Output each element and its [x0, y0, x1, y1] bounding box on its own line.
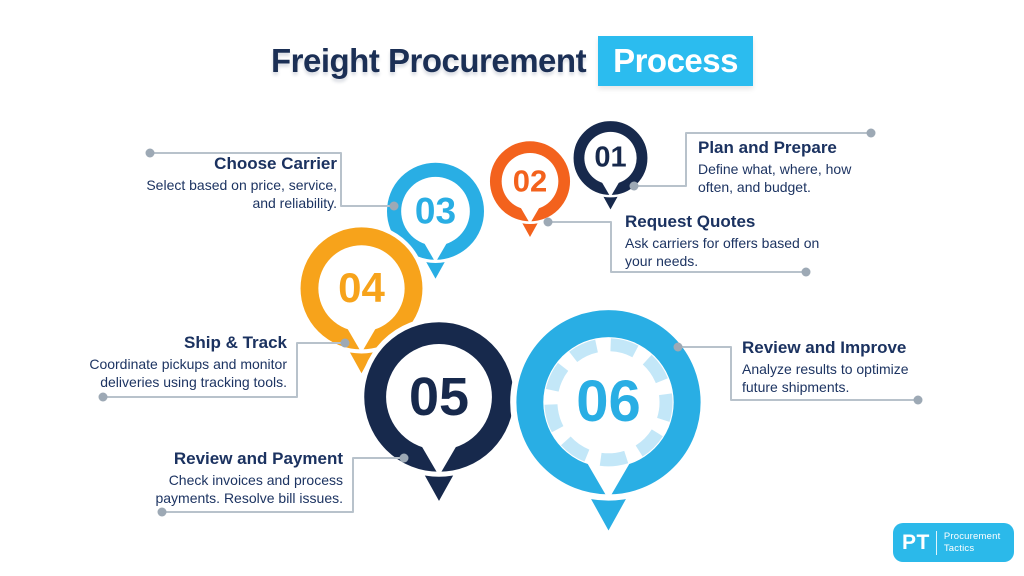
- step-note-review-improve: Review and Improve Analyze results to op…: [742, 338, 924, 397]
- step-heading: Review and Improve: [742, 338, 907, 357]
- map-pin-icon: [383, 160, 488, 286]
- step-description: Define what, where, how often, and budge…: [698, 161, 852, 195]
- map-pin-icon: [510, 305, 707, 544]
- step-note-request-quotes: Request Quotes Ask carriers for offers b…: [625, 212, 821, 271]
- dashed-progress-ring: [544, 338, 673, 467]
- procurement-tactics-logo: PT Procurement Tactics: [893, 523, 1014, 562]
- title-text: Freight Procurement: [271, 42, 587, 79]
- logo-wordmark: Procurement Tactics: [944, 531, 1001, 554]
- step-number: 04: [338, 264, 385, 312]
- pin-step-06: 06: [505, 305, 712, 549]
- step-number: 05: [408, 366, 470, 427]
- title-highlight-text: Process: [598, 36, 753, 86]
- step-description: Check invoices and process payments. Res…: [155, 472, 343, 506]
- pin-step-02: 02: [485, 139, 575, 245]
- map-pin-icon: [571, 119, 650, 215]
- map-pin-icon: [487, 139, 573, 243]
- step-note-ship-track: Ship & Track Coordinate pickups and moni…: [75, 333, 287, 392]
- step-description: Select based on price, service, and reli…: [146, 177, 337, 211]
- step-note-review-payment: Review and Payment Check invoices and pr…: [147, 449, 343, 508]
- step-number: 01: [594, 141, 627, 174]
- step-number: 02: [512, 163, 548, 199]
- step-number: 06: [576, 369, 641, 435]
- pin-step-05: 05: [355, 318, 523, 516]
- step-heading: Choose Carrier: [214, 154, 337, 173]
- step-heading: Plan and Prepare: [698, 138, 837, 157]
- step-number: 03: [414, 190, 457, 232]
- pin-step-01: 01: [569, 119, 652, 217]
- step-description: Ask carriers for offers based on your ne…: [625, 235, 820, 269]
- step-note-plan-and-prepare: Plan and Prepare Define what, where, how…: [698, 138, 876, 197]
- step-note-choose-carrier: Choose Carrier Select based on price, se…: [132, 154, 337, 213]
- logo-divider: [935, 530, 937, 555]
- logo-word-1: Procurement: [943, 531, 1001, 543]
- pin-step-03: 03: [381, 160, 490, 289]
- step-heading: Review and Payment: [173, 449, 343, 468]
- step-heading: Request Quotes: [625, 212, 756, 231]
- step-heading: Ship & Track: [184, 333, 287, 352]
- logo-abbr: PT: [902, 530, 930, 554]
- page-title: Freight Procurement Process: [0, 36, 1024, 86]
- pin-step-04: 04: [293, 224, 430, 386]
- map-pin-icon: [296, 224, 427, 382]
- logo-word-2: Tactics: [943, 542, 975, 554]
- step-description: Coordinate pickups and monitor deliverie…: [89, 356, 287, 390]
- step-description: Analyze results to optimize future shipm…: [742, 361, 909, 395]
